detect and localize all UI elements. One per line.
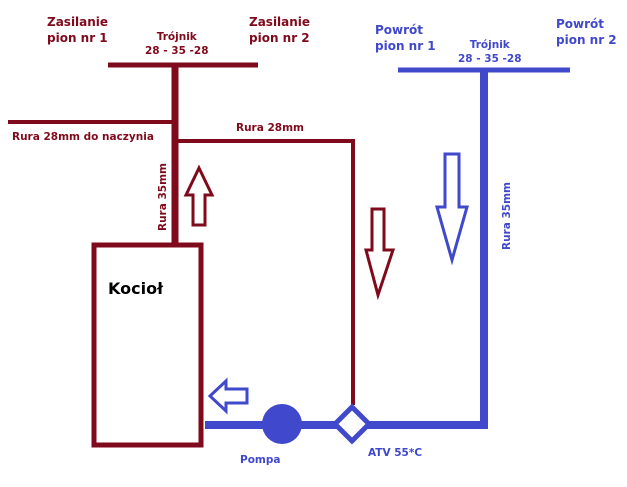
supply-tee-label: Trójnik 28 - 35 -28 [145,31,209,57]
return-riser-2-label: Powrót pion nr 2 [556,17,617,47]
boiler-box [91,242,204,448]
down-arrow-icon [364,207,396,301]
pipe-35-supply-label: Rura 35mm [157,163,169,231]
pump-icon [262,404,302,444]
left-arrow-icon [207,377,249,415]
pipe-35-return-label: Rura 35mm [501,182,513,250]
supply-riser-2-label: Zasilanie pion nr 2 [249,15,311,45]
boiler-label: Kocioł [108,279,164,298]
bypass-pipe [175,139,355,405]
valve-label: ATV 55*C [368,447,423,459]
vessel-pipe-label: Rura 28mm do naczynia [12,131,154,143]
supply-riser-1-label: Zasilanie pion nr 1 [47,15,109,45]
return-riser-1-label: Powrót pion nr 1 [375,23,436,53]
pipe-28-label: Rura 28mm [236,122,304,134]
up-arrow-icon [183,164,215,227]
return-tee-label: Trójnik 28 - 35 -28 [458,39,522,65]
pump-label: Pompa [240,454,281,466]
valve-icon [331,403,373,445]
return-down-arrow-icon [435,152,469,266]
